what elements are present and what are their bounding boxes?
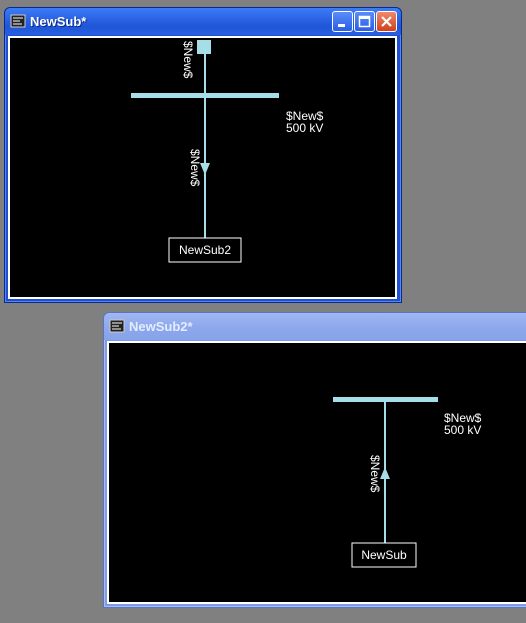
- flow-arrow-up-icon: [380, 467, 390, 479]
- top-device-label: $New$: [181, 41, 195, 79]
- window-newsub2[interactable]: NewSub2* $New$ $New$ 500 kV NewSub: [103, 312, 526, 608]
- bus-name-label: $New$: [444, 411, 482, 425]
- line-label: $New$: [368, 455, 382, 493]
- oneline-canvas[interactable]: $New$ $New$ 500 kV NewSub: [107, 341, 526, 604]
- maximize-button[interactable]: [354, 11, 375, 32]
- substation-box-label: NewSub: [361, 548, 407, 562]
- bus-voltage-label: 500 kV: [286, 121, 323, 135]
- bus-bar[interactable]: [333, 397, 438, 402]
- close-button[interactable]: [376, 11, 397, 32]
- substation-box[interactable]: [351, 542, 417, 568]
- minimize-button[interactable]: [332, 11, 353, 32]
- titlebar-newsub[interactable]: NewSub*: [5, 8, 401, 35]
- window-title: NewSub*: [30, 14, 87, 29]
- flow-arrow-down-icon: [200, 163, 210, 175]
- titlebar-newsub2[interactable]: NewSub2*: [104, 313, 526, 340]
- substation-box-label: NewSub2: [179, 243, 231, 257]
- bus-name-label: $New$: [286, 109, 324, 123]
- app-icon: [10, 14, 26, 28]
- substation-box[interactable]: [168, 237, 242, 263]
- oneline-diagram: $New$ $New$ $New$ 500 kV NewSub2: [131, 40, 324, 263]
- close-icon: [381, 16, 392, 27]
- oneline-diagram: $New$ $New$ 500 kV NewSub: [333, 397, 482, 568]
- oneline-canvas[interactable]: $New$ $New$ $New$ 500 kV NewSub2: [8, 36, 397, 299]
- bus-voltage-label: 500 kV: [444, 423, 481, 437]
- device-square[interactable]: [197, 40, 211, 54]
- window-newsub[interactable]: NewSub*: [4, 7, 402, 303]
- window-title: NewSub2*: [129, 319, 193, 334]
- bus-bar[interactable]: [131, 93, 279, 98]
- minimize-icon: [338, 24, 345, 27]
- app-icon: [109, 319, 125, 333]
- line-label: $New$: [188, 149, 202, 187]
- maximize-icon: [358, 15, 371, 28]
